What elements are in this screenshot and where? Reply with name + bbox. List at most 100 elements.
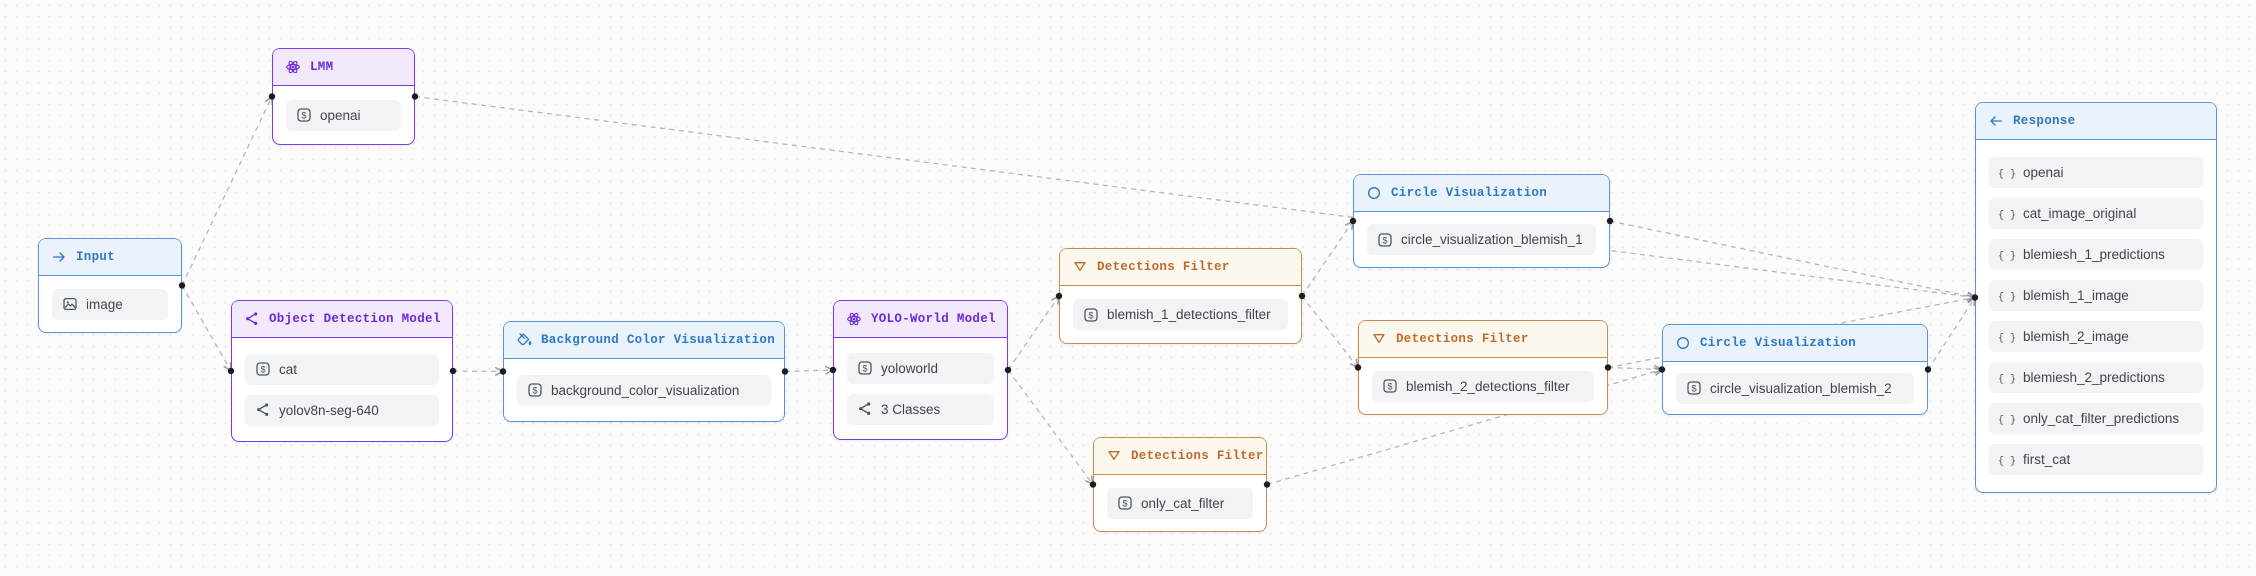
edge-input-to-lmm[interactable] [181, 95, 273, 286]
node-header[interactable]: Detections Filter [1094, 438, 1266, 475]
node-body: image [39, 276, 181, 332]
node-field-circle_visualization_blemish_2[interactable]: $ circle_visualization_blemish_2 [1676, 372, 1914, 404]
svg-text:$: $ [1387, 381, 1392, 391]
dollar-icon: $ [296, 107, 312, 123]
node-cviz1[interactable]: Circle Visualization $circle_visualizatio… [1353, 174, 1610, 268]
node-title: YOLO-World Model [871, 312, 996, 326]
node-field-first_cat[interactable]: { }first_cat [1989, 444, 2203, 475]
node-header[interactable]: Object Detection Model [232, 301, 452, 338]
node-header[interactable]: Input [39, 239, 181, 276]
svg-text:$: $ [1122, 498, 1127, 508]
node-field-only_cat_filter_predictions[interactable]: { }only_cat_filter_predictions [1989, 403, 2203, 434]
node-filter3[interactable]: Detections Filter $only_cat_filter [1093, 437, 1267, 532]
node-input[interactable]: Input image [38, 238, 182, 333]
node-yolo[interactable]: YOLO-World Model $yoloworld 3 Classes [833, 300, 1008, 440]
dollar-icon: $ [1117, 495, 1133, 511]
field-label: blemish_2_image [2023, 329, 2129, 344]
node-field-only_cat_filter[interactable]: $only_cat_filter [1107, 487, 1253, 519]
dollar-icon: $ [1382, 378, 1398, 394]
field-label: first_cat [2023, 452, 2071, 467]
node-header[interactable]: LMM [273, 49, 414, 86]
funnel-icon [1072, 259, 1088, 275]
node-body: { }openai{ }cat_image_original{ }blemies… [1976, 140, 2216, 492]
braces-icon: { } [1999, 329, 2015, 345]
node-field-3 Classes[interactable]: 3 Classes [847, 393, 994, 425]
node-field-cat_image_original[interactable]: { }cat_image_original [1989, 198, 2203, 229]
node-title: Detections Filter [1396, 332, 1529, 346]
field-label: cat_image_original [2023, 206, 2137, 221]
node-field-openai[interactable]: $ openai [286, 99, 401, 131]
funnel-icon [1371, 331, 1387, 347]
node-cviz2[interactable]: Circle Visualization $ circle_visualizatio… [1662, 324, 1928, 415]
node-field-circle_visualization_blemish_1[interactable]: $circle_visualization_blemish_1 [1367, 224, 1596, 255]
edge-cviz1-to-response[interactable] [1609, 220, 1976, 301]
node-bcv[interactable]: Background Color Visualization $backgroun… [503, 321, 785, 422]
image-icon [62, 296, 78, 312]
node-body: $circle_visualization_blemish_1 [1354, 212, 1609, 267]
field-label: image [86, 296, 123, 312]
atom-icon [846, 311, 862, 327]
node-field-yoloworld[interactable]: $yoloworld [847, 352, 994, 384]
node-filter2[interactable]: Detections Filter $ blemish_2_detections_f… [1358, 320, 1608, 415]
edge-yolo-to-filter1[interactable] [1007, 295, 1060, 371]
node-body: $blemish_1_detections_filter [1060, 286, 1301, 343]
node-field-blemiesh_2_predictions[interactable]: { } blemiesh_2_predictions [1989, 362, 2203, 393]
node-field-blemish_1_detections_filter[interactable]: $blemish_1_detections_filter [1073, 299, 1288, 330]
arrow-right-icon [51, 249, 67, 265]
svg-text:$: $ [532, 385, 537, 395]
circle-icon [1366, 185, 1382, 201]
edge-filter1-to-filter2[interactable] [1301, 295, 1359, 369]
node-header[interactable]: Detections Filter [1359, 321, 1607, 358]
node-field-blemish_2_image[interactable]: { } blemish_2_image [1989, 321, 2203, 352]
edge-filter1-to-cviz1[interactable] [1301, 220, 1354, 297]
node-filter1[interactable]: Detections Filter $blemish_1_detections_f… [1059, 248, 1302, 344]
node-field-image[interactable]: image [52, 288, 168, 320]
field-label: only_cat_filter_predictions [2023, 411, 2180, 426]
node-header[interactable]: Response [1976, 103, 2216, 140]
node-field-background_color_visualization[interactable]: $background_color_visualization [517, 374, 771, 406]
node-title: Circle Visualization [1391, 186, 1548, 200]
node-lmm[interactable]: LMM $ openai [272, 48, 415, 145]
node-header[interactable]: Detections Filter [1060, 249, 1301, 286]
node-title: Detections Filter [1131, 449, 1264, 463]
node-field-cat[interactable]: $cat [245, 353, 439, 385]
node-header[interactable]: Circle Visualization [1663, 325, 1927, 362]
edge-bcv-to-yolo[interactable] [784, 365, 834, 375]
node-title: Circle Visualization [1700, 336, 1857, 350]
node-body: $cat yolov8n-seg-640 [232, 338, 452, 441]
field-label: blemish_1_detections_filter [1107, 307, 1271, 322]
svg-text:$: $ [1691, 383, 1696, 393]
node-body: $yoloworld 3 Classes [834, 338, 1007, 439]
edge-cviz2-to-response[interactable] [1927, 296, 1976, 370]
field-label: circle_visualization_blemish_2 [1710, 380, 1892, 396]
edge-input-to-odm[interactable] [181, 285, 232, 372]
svg-text:{ }: { } [1999, 373, 2015, 385]
molecule-icon [244, 311, 260, 327]
node-header[interactable]: Background Color Visualization [504, 322, 784, 359]
node-odm[interactable]: Object Detection Model $cat yolov8n-seg-64… [231, 300, 453, 442]
node-header[interactable]: YOLO-World Model [834, 301, 1007, 338]
node-field-yolov8n-seg-640[interactable]: yolov8n-seg-640 [245, 394, 439, 426]
field-label: blemish_2_detections_filter [1406, 378, 1570, 394]
edge-odm-to-bcv[interactable] [452, 367, 504, 376]
field-label: openai [320, 107, 361, 123]
node-body: $ openai [273, 86, 414, 144]
node-field-blemiesh_1_predictions[interactable]: { }blemiesh_1_predictions [1989, 239, 2203, 270]
node-title: Response [2013, 114, 2076, 128]
field-label: yoloworld [881, 360, 939, 376]
node-field-blemish_2_detections_filter[interactable]: $ blemish_2_detections_filter [1372, 370, 1594, 402]
field-label: blemiesh_1_predictions [2023, 247, 2165, 262]
edge-yolo-to-filter3[interactable] [1007, 369, 1094, 486]
node-body: $ circle_visualization_blemish_2 [1663, 362, 1927, 414]
edge-filter2-to-cviz2[interactable] [1607, 364, 1663, 374]
node-field-blemish_1_image[interactable]: { }blemish_1_image [1989, 280, 2203, 311]
node-field-openai[interactable]: { }openai [1989, 157, 2203, 188]
node-response[interactable]: Response{ }openai{ }cat_image_original{ … [1975, 102, 2217, 493]
funnel-icon [1106, 448, 1122, 464]
circle-icon [1675, 335, 1691, 351]
svg-text:{ }: { } [1999, 332, 2015, 344]
field-label: blemiesh_2_predictions [2023, 370, 2165, 385]
svg-text:$: $ [1382, 235, 1387, 245]
node-header[interactable]: Circle Visualization [1354, 175, 1609, 212]
